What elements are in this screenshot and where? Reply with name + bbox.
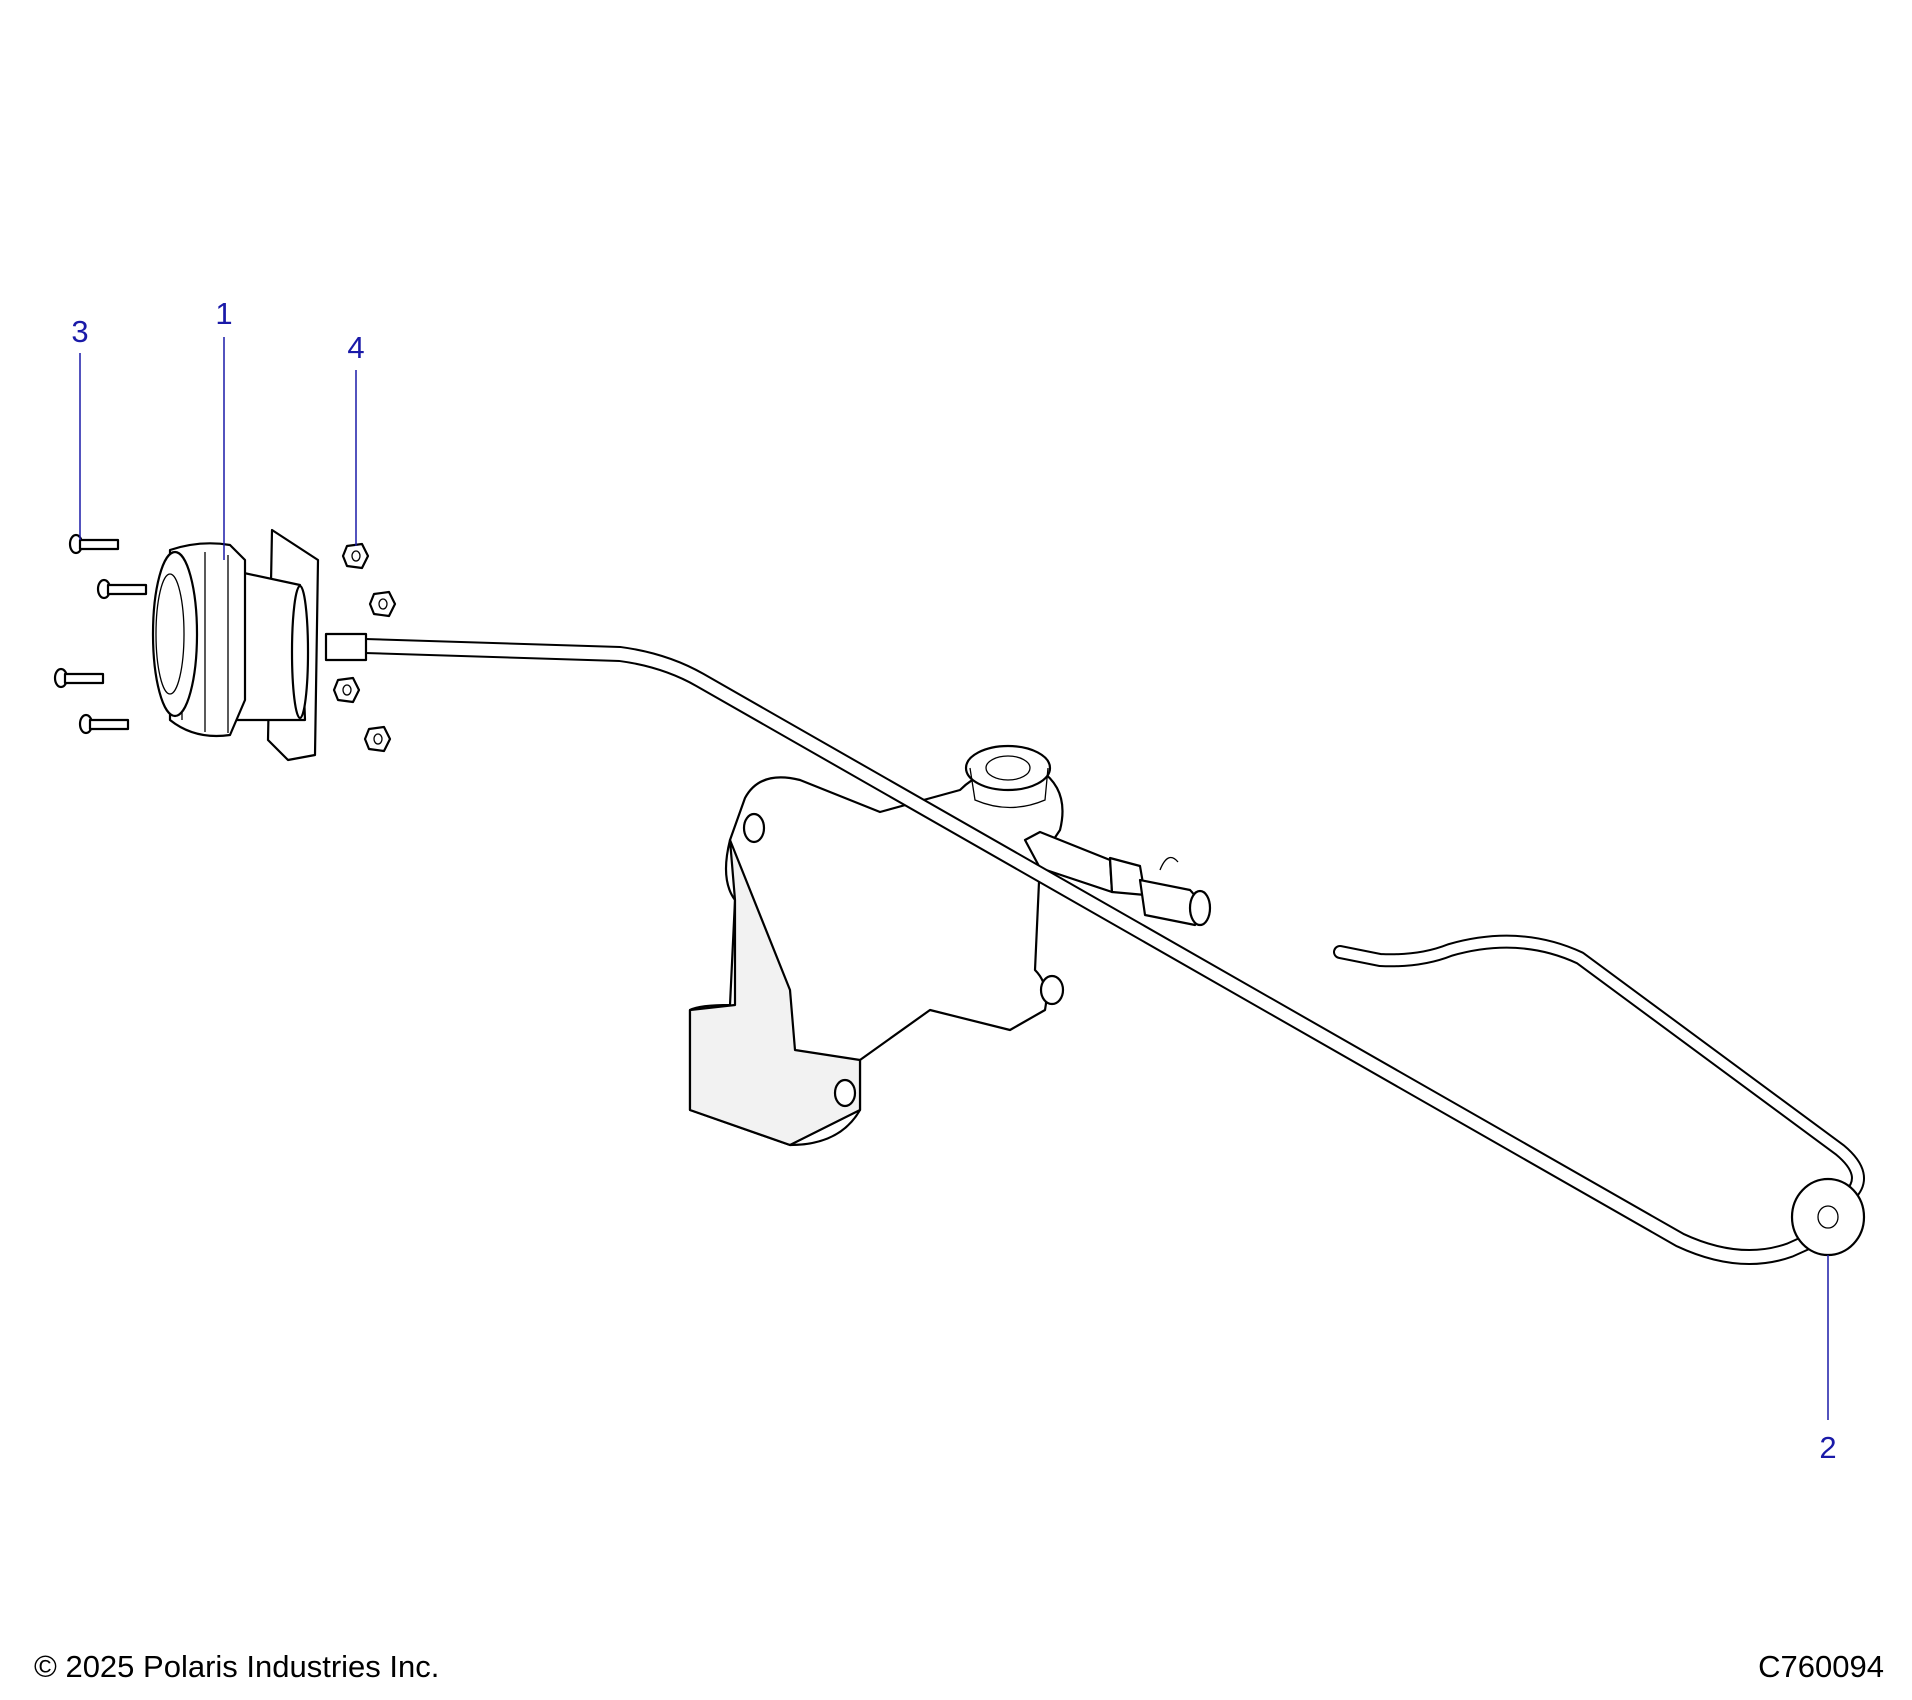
screw-icon: [53, 533, 148, 735]
reservoir-cap-icon: [151, 528, 320, 762]
nut-icon: [332, 542, 397, 753]
callout-4: 4: [347, 330, 365, 365]
leader-lines: [79, 337, 1829, 1420]
brake-line-icon: [324, 632, 1866, 1266]
master-cylinder-bracket-icon: [688, 744, 1212, 1147]
copyright-text: © 2025 Polaris Industries Inc.: [34, 1649, 440, 1684]
figure-code: C760094: [1758, 1649, 1884, 1684]
callout-1: 1: [215, 296, 233, 331]
callout-2: 2: [1819, 1430, 1837, 1465]
callout-3: 3: [71, 314, 89, 349]
